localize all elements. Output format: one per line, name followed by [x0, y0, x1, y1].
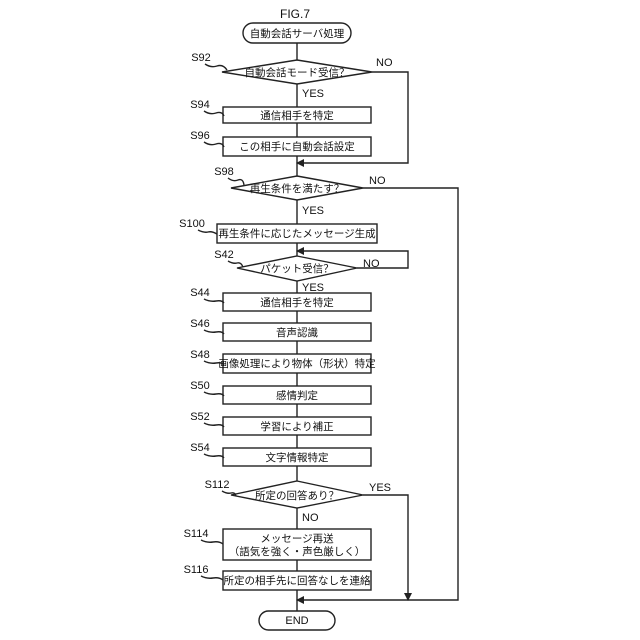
- process-s46-text: 音声認識: [276, 326, 318, 339]
- decision-s92: 自動会話モード受信？ S92 NO YES: [191, 52, 393, 100]
- process-s44: 通信相手を特定 S44: [190, 287, 371, 311]
- step-label-s98: S98: [214, 166, 234, 178]
- step-label-s100: S100: [179, 218, 205, 230]
- decision-s112-yes-label: YES: [369, 482, 391, 494]
- process-s94-text: 通信相手を特定: [260, 109, 334, 122]
- step-label-s94: S94: [190, 99, 210, 111]
- decision-s42-no-label: NO: [363, 258, 380, 270]
- leader-s98: [228, 178, 244, 185]
- decision-s98-text: 再生条件を満たす？: [250, 182, 345, 195]
- decision-s98-no-label: NO: [369, 175, 386, 187]
- process-s114-text-line2: （語気を強く・声色厳しく）: [229, 545, 366, 558]
- step-label-s50: S50: [190, 380, 210, 392]
- decision-s112: 所定の回答あり？ S112 YES NO: [205, 479, 391, 524]
- start-terminal: 自動会話サーバ処理: [243, 23, 351, 43]
- decision-s112-text: 所定の回答あり？: [255, 489, 339, 502]
- end-terminal: END: [259, 611, 335, 630]
- process-s48-text: 画像処理により物体（形状）特定: [218, 357, 376, 370]
- leader-s114: [201, 540, 223, 544]
- leader-s96: [204, 142, 224, 147]
- decision-s42-text: パケット受信？: [260, 263, 334, 275]
- step-label-s112: S112: [205, 479, 230, 491]
- process-s54: 文字情報特定 S54: [190, 442, 371, 466]
- step-label-s114: S114: [184, 528, 209, 540]
- process-s96: この相手に自動会話設定 S96: [190, 130, 371, 156]
- leader-s42: [228, 261, 243, 267]
- leader-s100: [198, 230, 217, 234]
- leader-s116: [201, 576, 223, 580]
- step-label-s44: S44: [190, 287, 210, 299]
- leader-s94: [204, 111, 224, 116]
- step-label-s46: S46: [190, 318, 210, 330]
- decision-s92-yes-label: YES: [302, 88, 324, 100]
- process-s100: 再生条件に応じたメッセージ生成 S100: [179, 218, 377, 243]
- process-s114-text-line1: メッセージ再送: [260, 532, 334, 545]
- decision-s92-text: 自動会話モード受信？: [245, 66, 350, 79]
- process-s50: 感情判定 S50: [190, 380, 371, 404]
- process-s114: メッセージ再送 （語気を強く・声色厳しく） S114: [184, 528, 371, 560]
- process-s52-text: 学習により補正: [260, 420, 333, 433]
- step-label-s54: S54: [190, 442, 210, 454]
- step-label-s42: S42: [214, 249, 234, 261]
- leader-s44: [204, 299, 224, 303]
- figure-title: FIG.7: [280, 7, 310, 21]
- decision-s42-yes-label: YES: [302, 282, 324, 294]
- leader-s52: [204, 423, 224, 427]
- process-s96-text: この相手に自動会話設定: [239, 140, 355, 153]
- leader-s50: [204, 392, 224, 396]
- process-s48: 画像処理により物体（形状）特定 S48: [190, 349, 376, 373]
- leader-s54: [204, 454, 224, 458]
- process-s46: 音声認識 S46: [190, 318, 371, 341]
- process-s52: 学習により補正 S52: [190, 411, 371, 435]
- step-label-s116: S116: [184, 564, 209, 576]
- leader-s92: [205, 64, 227, 70]
- process-s44-text: 通信相手を特定: [260, 296, 334, 309]
- process-s116-text: 所定の相手先に回答なしを連絡: [224, 574, 371, 587]
- leader-s46: [204, 330, 224, 334]
- step-label-s96: S96: [190, 130, 210, 142]
- end-terminal-text: END: [285, 615, 308, 627]
- process-s94: 通信相手を特定 S94: [190, 99, 371, 123]
- process-s54-text: 文字情報特定: [266, 451, 329, 464]
- decision-s98: 再生条件を満たす？ S98 NO YES: [214, 166, 386, 217]
- step-label-s48: S48: [190, 349, 210, 361]
- decision-s112-no-label: NO: [302, 512, 319, 524]
- start-terminal-text: 自動会話サーバ処理: [250, 27, 345, 40]
- process-s100-text: 再生条件に応じたメッセージ生成: [218, 227, 376, 240]
- step-label-s92: S92: [191, 52, 211, 64]
- process-s116: 所定の相手先に回答なしを連絡 S116: [184, 564, 371, 590]
- process-s50-text: 感情判定: [276, 389, 318, 402]
- decision-s98-yes-label: YES: [302, 205, 324, 217]
- step-label-s52: S52: [190, 411, 210, 423]
- decision-s92-no-label: NO: [376, 57, 393, 69]
